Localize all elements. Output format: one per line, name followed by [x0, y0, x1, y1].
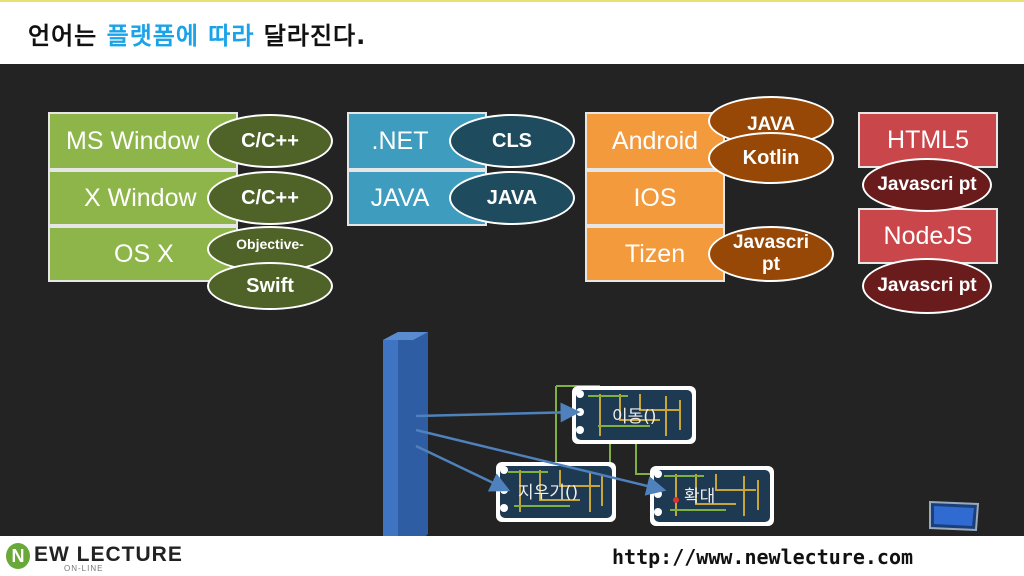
lang-dotnet-label: CLS — [492, 129, 532, 152]
lang-ms-window: C/C++ — [207, 114, 333, 168]
platform-os-x: OS X — [48, 226, 238, 282]
logo-text: EW LECTURE — [34, 543, 183, 566]
title-part1: 언어는 — [28, 22, 107, 50]
lang-nodejs: Javascri pt — [862, 258, 992, 314]
platform-android-label: Android — [611, 126, 699, 155]
logo-subtext: ON-LINE — [64, 564, 104, 573]
lang-nodejs-label: Javascri pt — [877, 275, 977, 297]
lang-x-window: C/C++ — [207, 171, 333, 225]
lang-tizen-label: Javascri pt — [732, 232, 810, 275]
lang-os-x-objective-label: Objective- — [236, 236, 304, 252]
platform-android: Android — [585, 112, 725, 170]
platform-x-window-label: X Window — [84, 183, 197, 212]
platform-dotnet-label: .NET — [371, 126, 429, 155]
lang-ms-window-label: C/C++ — [241, 129, 299, 152]
platform-java-label: JAVA — [370, 183, 430, 212]
footer — [0, 536, 1024, 576]
lang-os-x-swift: Swift — [207, 262, 333, 310]
title-part2: 달라진다. — [254, 22, 367, 50]
platform-ms-window-label: MS Window — [66, 126, 200, 155]
footer-url[interactable]: http://www.newlecture.com — [612, 545, 914, 569]
lang-dotnet: CLS — [449, 114, 575, 168]
platform-nodejs: NodeJS — [858, 208, 998, 264]
platform-os-x-label: OS X — [114, 239, 174, 268]
lang-html5: Javascri pt — [862, 158, 992, 212]
platform-tizen: Tizen — [585, 226, 725, 282]
platform-html5-label: HTML5 — [887, 125, 969, 154]
slide-title: 언어는 플랫폼에 따라 달라진다. — [28, 16, 366, 51]
lang-android-java-label: JAVA — [747, 114, 795, 135]
lang-java-label: JAVA — [486, 186, 538, 209]
lang-android-kotlin-label: Kotlin — [742, 146, 800, 169]
platform-ios: IOS — [585, 170, 725, 226]
title-bar: 언어는 플랫폼에 따라 달라진다. — [0, 0, 1024, 64]
lang-x-window-label: C/C++ — [241, 186, 299, 209]
platform-ios-label: IOS — [633, 183, 677, 212]
title-highlight: 플랫폼에 따라 — [106, 22, 255, 50]
lang-html5-label: Javascri pt — [877, 174, 977, 196]
platform-tizen-label: Tizen — [624, 239, 686, 268]
lang-android-kotlin: Kotlin — [708, 132, 834, 184]
platform-nodejs-label: NodeJS — [883, 221, 973, 250]
lang-os-x-swift-label: Swift — [246, 274, 294, 297]
lang-tizen: Javascri pt — [708, 226, 834, 282]
logo-icon: N — [6, 543, 30, 569]
logo-letter: N — [11, 545, 25, 566]
lang-java: JAVA — [449, 171, 575, 225]
platform-ms-window: MS Window — [48, 112, 238, 170]
